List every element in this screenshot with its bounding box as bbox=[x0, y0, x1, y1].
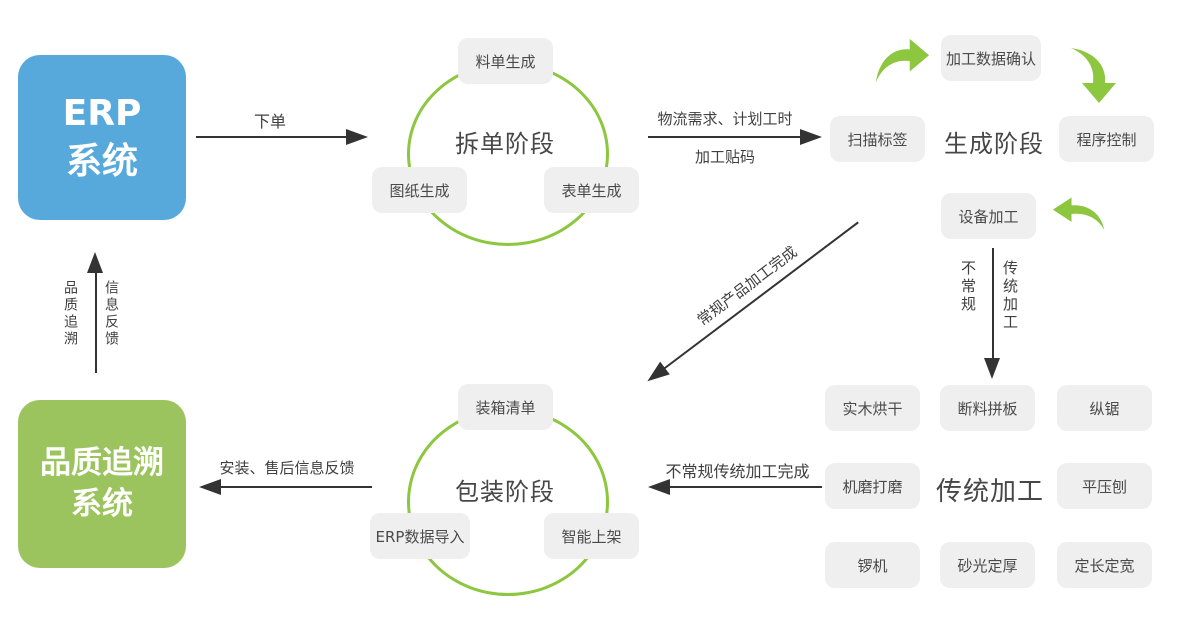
arrow-right-icon bbox=[800, 129, 825, 145]
arrow-right-icon bbox=[346, 129, 371, 145]
arrow-line bbox=[667, 486, 822, 488]
node-fixed-length-width: 定长定宽 bbox=[1057, 542, 1152, 588]
node-program-control: 程序控制 bbox=[1059, 116, 1154, 162]
quality-system-label-line1: 品质追溯 bbox=[40, 445, 164, 482]
arrow-left-icon bbox=[196, 479, 221, 495]
green-swoosh-up-right-icon bbox=[873, 37, 931, 85]
erp-system-label-line2: 系统 bbox=[65, 140, 138, 182]
erp-system-box: ERP 系统 bbox=[18, 55, 186, 220]
node-drawing-generate: 图纸生成 bbox=[372, 167, 467, 213]
logistics-label-top: 物流需求、计划工时 bbox=[657, 110, 793, 128]
logistics-label-bottom: 加工贴码 bbox=[694, 148, 755, 166]
node-material-list-generate: 料单生成 bbox=[458, 38, 553, 84]
quality-trace-system-box: 品质追溯 系统 bbox=[18, 400, 186, 568]
node-process-data-confirm: 加工数据确认 bbox=[941, 35, 1041, 81]
arrow-left-icon bbox=[645, 479, 670, 495]
arrow-line bbox=[95, 270, 97, 373]
arrow-down-icon bbox=[984, 358, 1000, 382]
split-stage-title: 拆单阶段 bbox=[455, 130, 555, 158]
erp-system-label-line1: ERP bbox=[62, 92, 142, 134]
node-form-generate: 表单生成 bbox=[544, 167, 639, 213]
node-cut-joint-board: 断料拼板 bbox=[940, 385, 1035, 431]
arrow-line bbox=[992, 248, 994, 360]
order-label: 下单 bbox=[253, 112, 286, 131]
node-smart-shelving: 智能上架 bbox=[544, 513, 639, 559]
node-sanding-thickness: 砂光定厚 bbox=[940, 542, 1035, 588]
quality-trace-label: 品质追溯 bbox=[62, 280, 78, 348]
info-feedback-label: 信息反馈 bbox=[103, 280, 119, 348]
arrow-line bbox=[196, 136, 346, 138]
node-flat-planer: 平压刨 bbox=[1057, 463, 1152, 509]
package-stage-title: 包装阶段 bbox=[455, 478, 555, 506]
green-swoosh-left-icon bbox=[1051, 196, 1107, 232]
arrow-line bbox=[657, 221, 859, 375]
node-machine-grinding: 机磨打磨 bbox=[825, 463, 920, 509]
regular-done-label: 常规产品加工完成 bbox=[693, 242, 801, 330]
branch-right-label: 传统加工 bbox=[1001, 260, 1019, 332]
unusual-done-label: 不常规传统加工完成 bbox=[665, 462, 810, 481]
arrow-up-icon bbox=[87, 249, 103, 273]
node-solid-wood-drying: 实木烘干 bbox=[825, 385, 920, 431]
arrow-line bbox=[218, 486, 372, 488]
node-router-machine: 锣机 bbox=[825, 542, 920, 588]
node-scan-label: 扫描标签 bbox=[830, 116, 925, 162]
generate-stage-title: 生成阶段 bbox=[944, 130, 1044, 158]
node-packing-list: 装箱清单 bbox=[458, 384, 553, 430]
quality-system-label-line2: 系统 bbox=[71, 486, 133, 522]
node-erp-data-import: ERP数据导入 bbox=[370, 513, 470, 559]
branch-left-label: 不常规 bbox=[959, 260, 977, 314]
node-device-processing: 设备加工 bbox=[941, 193, 1036, 239]
install-feedback-label: 安装、售后信息反馈 bbox=[219, 459, 355, 477]
green-swoosh-down-icon bbox=[1068, 45, 1118, 105]
regular-done-arrow: 常规产品加工完成 bbox=[640, 221, 859, 390]
arrow-line bbox=[648, 136, 800, 138]
traditional-stage-title: 传统加工 bbox=[935, 477, 1044, 507]
node-rip-saw: 纵锯 bbox=[1057, 385, 1152, 431]
